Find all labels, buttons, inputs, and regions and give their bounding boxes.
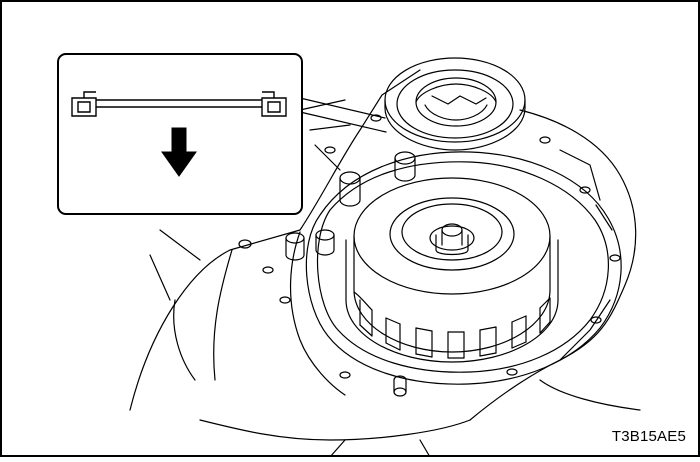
transaxle-housing bbox=[129, 69, 641, 458]
bolt-bosses bbox=[238, 114, 621, 397]
seal-ring bbox=[384, 57, 526, 151]
down-arrow-icon bbox=[161, 127, 197, 177]
leader-line bbox=[299, 97, 386, 119]
figure-code-label: T3B15AE5 bbox=[611, 428, 686, 445]
leader-line-2 bbox=[299, 111, 387, 133]
clutch-drum bbox=[345, 177, 559, 363]
inset-detail bbox=[57, 53, 303, 215]
